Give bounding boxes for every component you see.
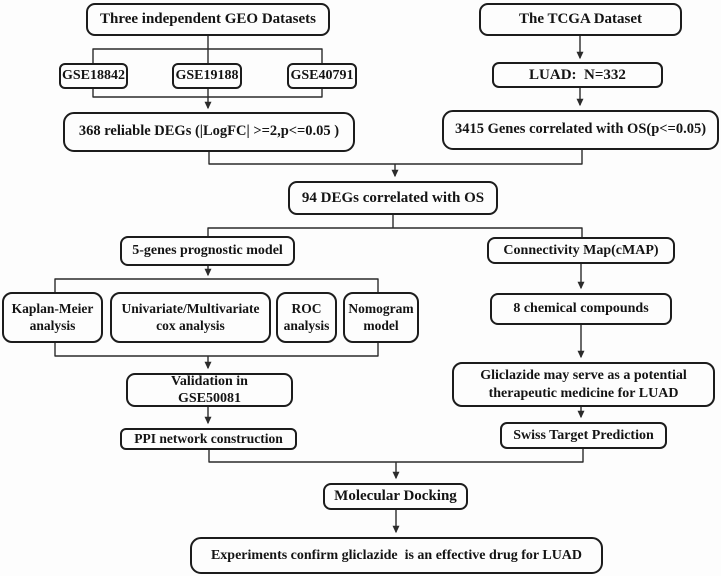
- node-gse19188: GSE19188: [172, 63, 242, 89]
- node-gse40791: GSE40791: [287, 63, 357, 89]
- node-roc-analysis: ROC analysis: [276, 292, 337, 343]
- arrow-connector-lines: [204, 36, 585, 534]
- node-368-reliable-degs: 368 reliable DEGs (|LogFC| >=2,p<=0.05 ): [63, 112, 355, 152]
- node-molecular-docking: Molecular Docking: [323, 483, 468, 510]
- node-cox-analysis: Univariate/Multivariate cox analysis: [110, 292, 271, 343]
- node-3415-genes-os: 3415 Genes correlated with OS(p<=0.05): [442, 110, 719, 150]
- node-kaplan-meier-analysis: Kaplan-Meier analysis: [2, 292, 103, 343]
- node-geo-datasets: Three independent GEO Datasets: [86, 3, 330, 36]
- node-gliclazide-potential: Gliclazide may serve as a potential ther…: [452, 362, 715, 407]
- node-validation-gse50081: Validation in GSE50081: [126, 373, 293, 407]
- node-tcga-dataset: The TCGA Dataset: [479, 3, 682, 36]
- node-gse18842: GSE18842: [59, 63, 128, 89]
- node-5-genes-model: 5-genes prognostic model: [120, 236, 295, 266]
- node-8-chemical-compounds: 8 chemical compounds: [490, 293, 672, 325]
- node-connectivity-map: Connectivity Map(cMAP): [487, 237, 675, 264]
- node-luad-samples: LUAD: N=332: [492, 62, 663, 88]
- node-ppi-network: PPI network construction: [120, 428, 297, 450]
- node-swiss-target-prediction: Swiss Target Prediction: [500, 422, 667, 449]
- node-nomogram-model: Nomogram model: [343, 292, 419, 343]
- node-experiments-conclusion: Experiments confirm gliclazide is an eff…: [190, 537, 603, 574]
- node-94-degs-os: 94 DEGs correlated with OS: [288, 181, 498, 215]
